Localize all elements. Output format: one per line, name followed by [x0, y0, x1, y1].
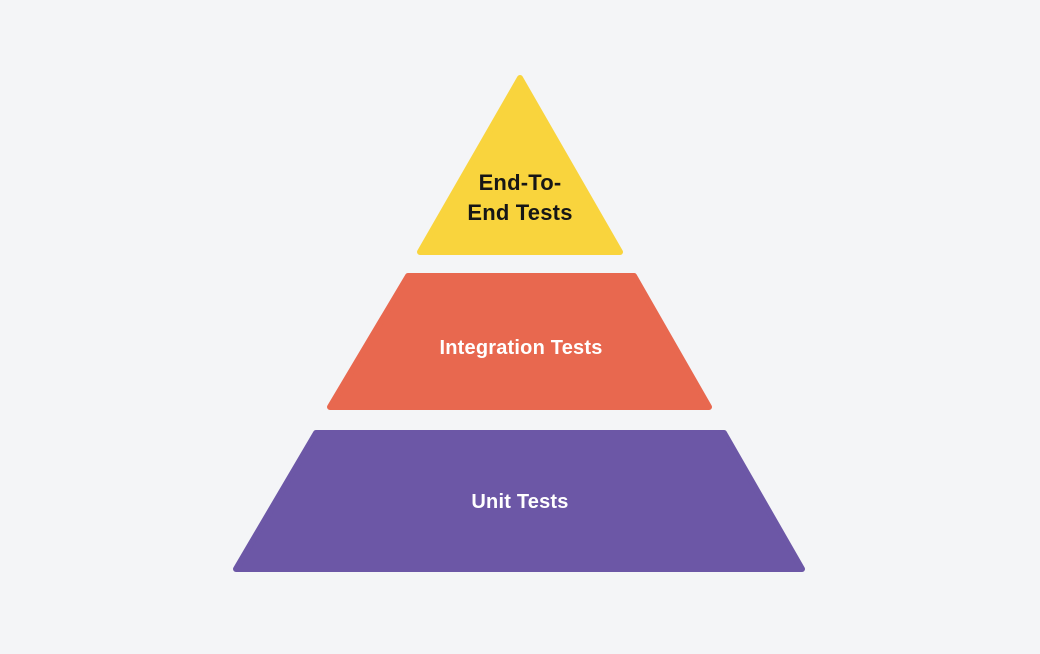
unit-tests-trapezoid-edge	[233, 430, 805, 572]
unit-tests-trapezoid	[236, 433, 802, 569]
end-to-end-tests-triangle-edge	[417, 75, 623, 255]
end-to-end-tests-triangle	[420, 78, 620, 252]
integration-tests-trapezoid-edge	[327, 273, 712, 410]
integration-tests-trapezoid	[330, 276, 709, 407]
